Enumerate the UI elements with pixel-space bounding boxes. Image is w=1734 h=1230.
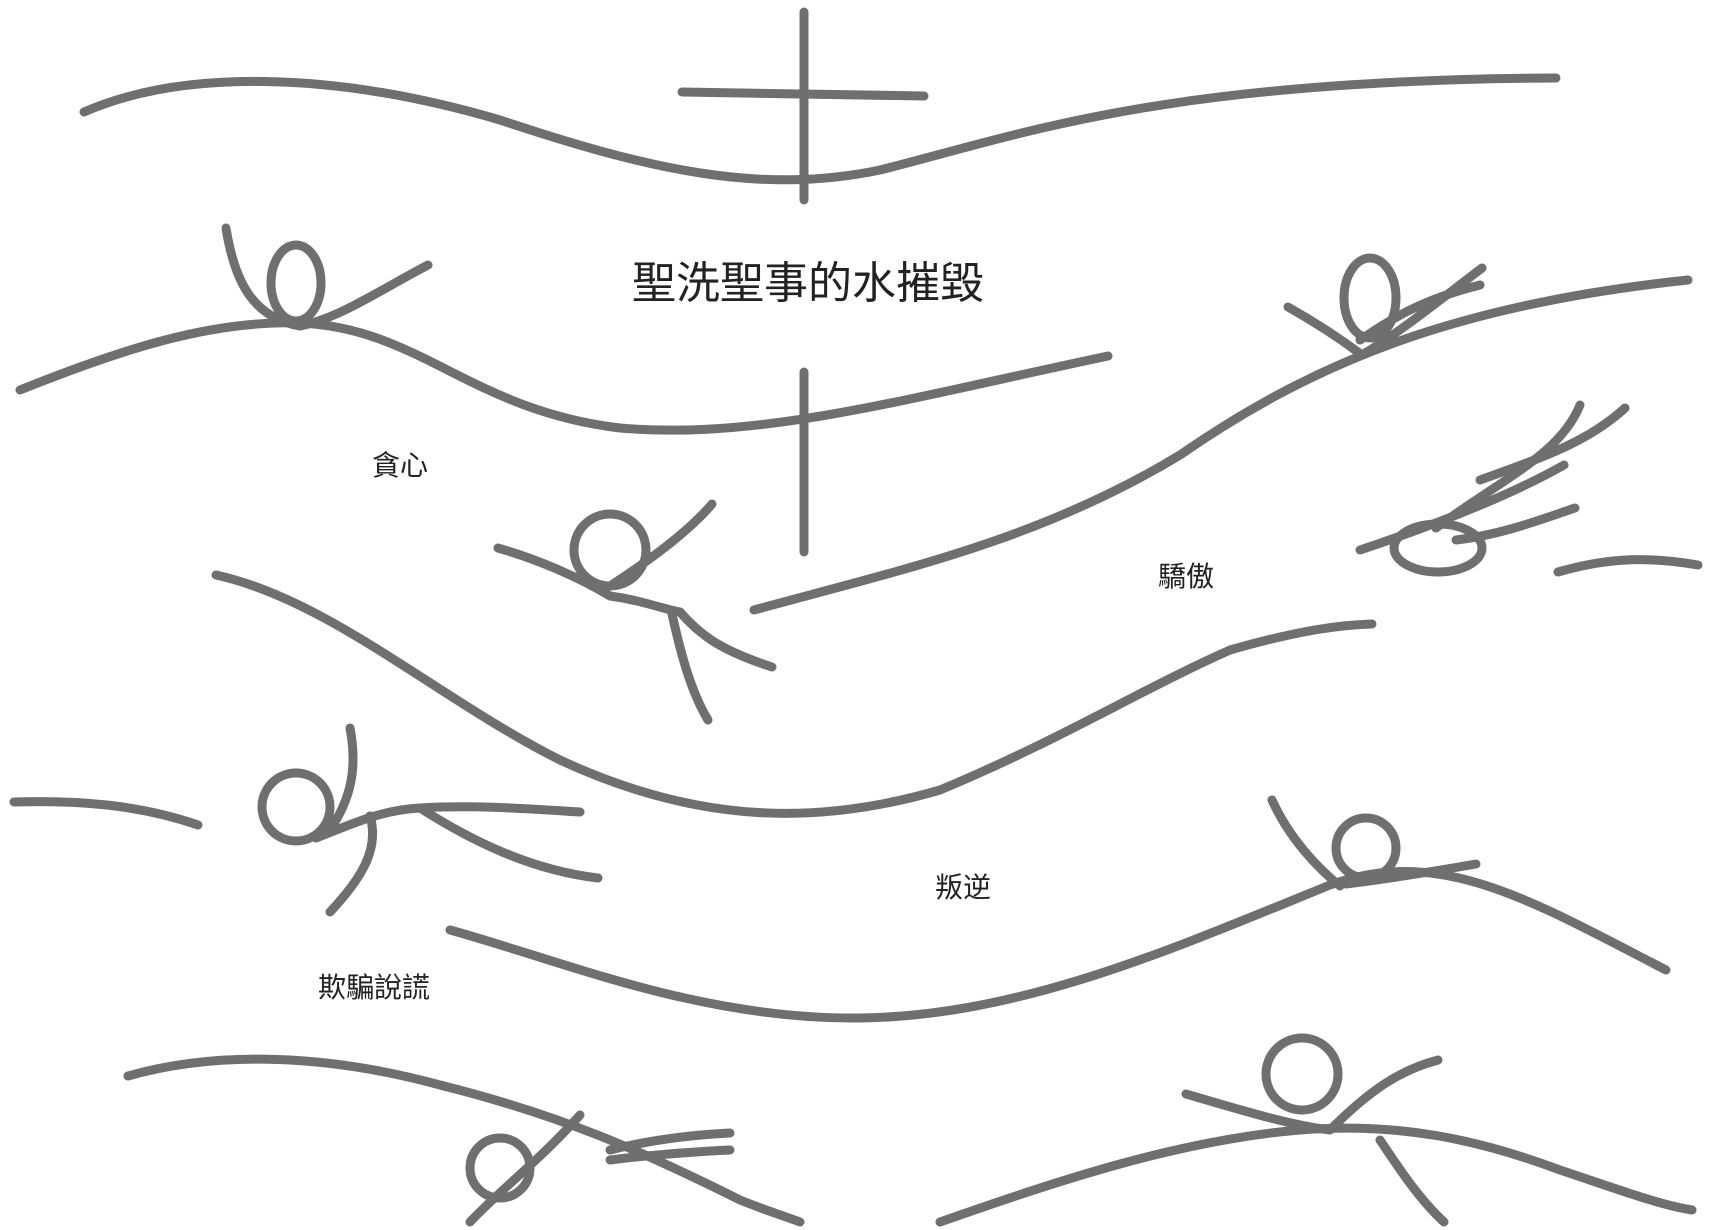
greed-tumbling-figure <box>493 499 777 725</box>
top-cross-horizontal <box>677 87 929 101</box>
greed-wave <box>15 318 1113 435</box>
lying-short-wave <box>9 797 203 830</box>
rebellion-wave <box>211 570 1377 818</box>
bottom-left-swimmer-figure <box>465 1110 735 1227</box>
rebellion-label: 叛逆 <box>935 871 992 904</box>
pride-short-wave <box>1553 555 1703 577</box>
pride-sinking-figure <box>1355 400 1630 577</box>
title-label: 聖洗聖事的水摧毀 <box>632 258 984 309</box>
rebellion-right-wave <box>445 867 1671 1023</box>
pride-wave <box>749 275 1693 615</box>
greed-label: 貪心 <box>372 449 429 482</box>
lying-label: 欺騙說謊 <box>318 971 431 1004</box>
bottom-right-swimmer-figure <box>1181 1033 1449 1227</box>
top-wave <box>79 73 1561 185</box>
bottom-left-wave <box>123 1054 805 1227</box>
lying-swimmer-figure <box>257 723 603 917</box>
greed-swimmer-figure <box>221 223 433 331</box>
pride-label: 驕傲 <box>1158 560 1215 593</box>
bottom-right-wave <box>935 1123 1697 1227</box>
pride-swimmer-figure <box>1283 253 1487 360</box>
